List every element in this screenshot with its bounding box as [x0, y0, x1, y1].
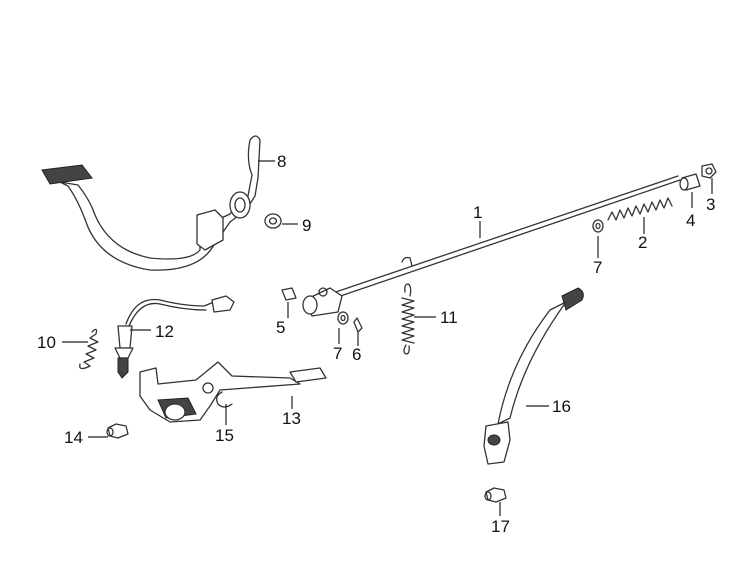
callout-7b: 7: [333, 344, 342, 363]
washer-9: [264, 213, 282, 229]
gear-pedal-13: [139, 361, 327, 423]
return-spring-11: [401, 283, 415, 355]
callout-7a: 7: [593, 258, 602, 277]
callout-17: 17: [491, 517, 510, 536]
callout-16: 16: [552, 397, 571, 416]
bolt-17: [484, 487, 507, 503]
callout-1: 1: [473, 203, 482, 222]
bolt-14: [106, 423, 129, 439]
washer-7a: [592, 219, 604, 233]
pin-5: [281, 287, 297, 301]
spring-2: [607, 197, 673, 221]
spring-10: [79, 328, 99, 370]
callout-10: 10: [37, 333, 56, 352]
switch-12: [114, 295, 235, 379]
washer-7b: [337, 311, 349, 325]
callout-2: 2: [638, 233, 647, 252]
rod-yoke: [302, 287, 343, 317]
brake-pedal: [41, 135, 261, 271]
joint-4: [679, 173, 701, 191]
callout-15: 15: [215, 426, 234, 445]
callout-13: 13: [282, 409, 301, 428]
callout-5: 5: [276, 318, 285, 337]
kick-lever-16: [483, 287, 584, 465]
brake-rod: [317, 175, 681, 304]
callout-6: 6: [352, 345, 361, 364]
leader-lines: [62, 160, 713, 516]
callout-11: 11: [440, 308, 458, 327]
nut-3: [701, 163, 717, 179]
callout-4: 4: [686, 211, 695, 230]
callout-labels: 1 2 3 4 5 6 7 7 8 9 10 11 12 13 14 15 16…: [37, 152, 715, 536]
callout-12: 12: [155, 322, 174, 341]
callout-8: 8: [277, 152, 286, 171]
callout-14: 14: [64, 428, 83, 447]
callout-9: 9: [302, 216, 311, 235]
clip-15: [216, 391, 233, 408]
cotter-pin-6: [353, 317, 363, 333]
callout-3: 3: [706, 195, 715, 214]
